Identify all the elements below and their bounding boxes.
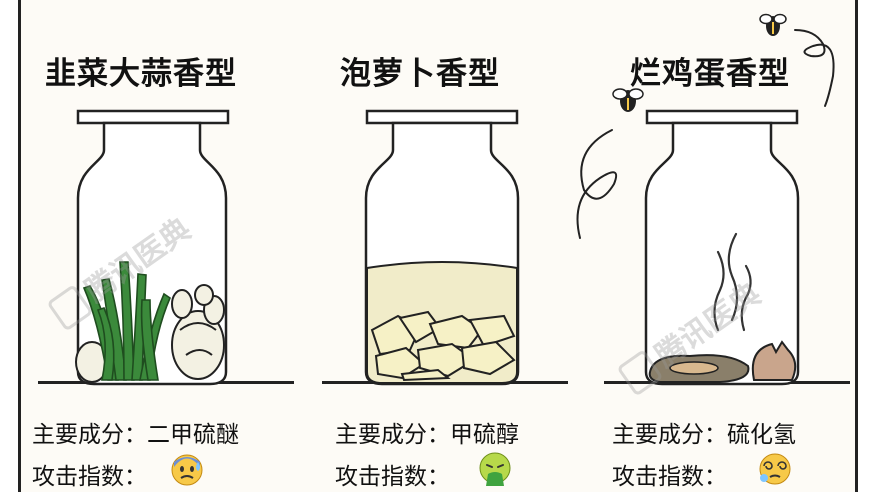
anxious-sweat-face-icon [171, 454, 203, 486]
vomiting-face-icon [479, 452, 511, 486]
ingredient-label: 主要成分： [32, 422, 147, 448]
ingredient-value: 甲硫醇 [450, 422, 519, 448]
dizzy-face-icon [759, 453, 791, 485]
garlic-cloves [75, 284, 225, 383]
title-rotten-egg: 烂鸡蛋香型 [630, 56, 790, 92]
fly-icon [612, 88, 644, 112]
ingredient-label: 主要成分： [612, 422, 727, 448]
radish-chunks [370, 310, 516, 382]
jar-pickled-radish [364, 109, 520, 386]
attack-label-1: 攻击指数： [32, 464, 147, 490]
attack-label-3: 攻击指数： [612, 464, 727, 490]
title-pickled-radish: 泡萝卜香型 [340, 56, 500, 92]
ingredient-line-2: 主要成分：甲硫醇 [335, 415, 519, 449]
ingredient-value: 二甲硫醚 [147, 422, 239, 448]
fly-trails [576, 29, 835, 239]
jar-rotten-egg [644, 109, 800, 386]
broken-eggshell [751, 340, 797, 381]
leek-blades [82, 261, 172, 381]
ingredient-line-1: 主要成分：二甲硫醚 [32, 415, 239, 449]
attack-label-2: 攻击指数： [335, 464, 450, 490]
title-leek-garlic: 韭菜大蒜香型 [45, 56, 237, 92]
stink-wisps [713, 232, 752, 332]
ingredient-line-3: 主要成分：硫化氢 [612, 415, 796, 449]
ingredient-value: 硫化氢 [727, 422, 796, 448]
jar-leek-garlic [75, 109, 230, 386]
ingredient-label: 主要成分： [335, 422, 450, 448]
fly-icon [759, 13, 787, 36]
